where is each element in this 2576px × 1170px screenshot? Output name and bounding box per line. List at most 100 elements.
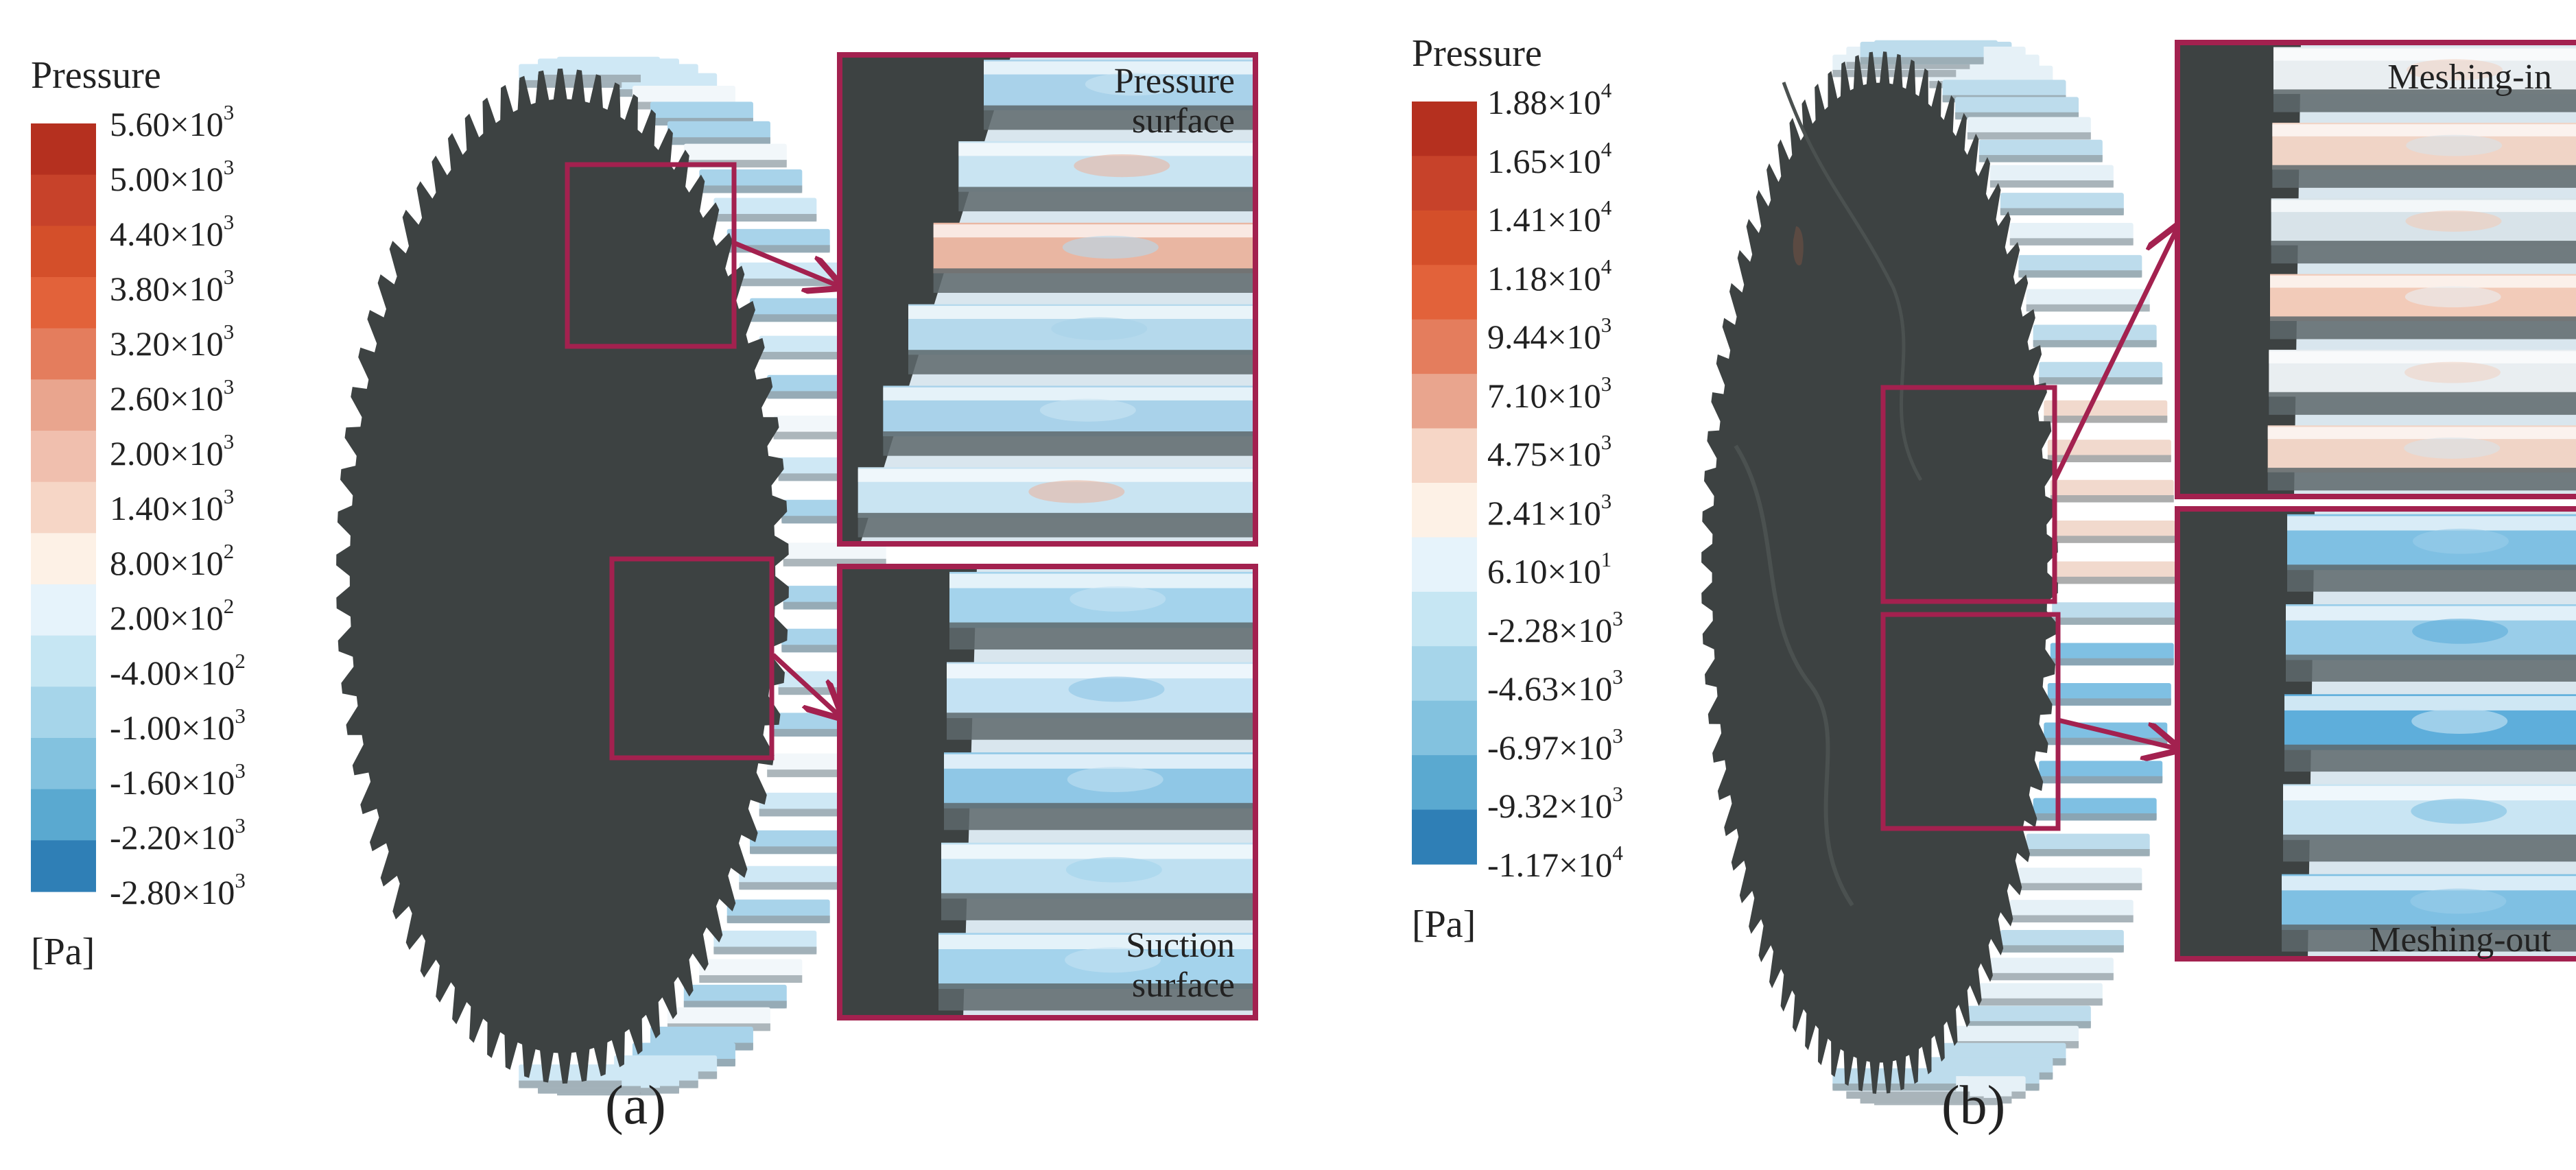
gear-tooth-shadow — [1978, 155, 2103, 163]
inset-tooth-shadow — [947, 713, 1255, 740]
inset-pressure-patch — [1039, 398, 1136, 422]
gear-tooth-shadow — [1989, 972, 2114, 981]
inset-b-meshing-out — [2175, 506, 2576, 962]
tick-exponent: 4 — [1600, 195, 1612, 220]
colorbar_a-swatch — [31, 431, 96, 483]
gear-tooth-shadow — [781, 645, 885, 653]
inset-pressure-patch — [2404, 437, 2501, 459]
colorbar-a-title: Pressure — [31, 54, 161, 97]
gear-tooth-shadow — [2026, 849, 2150, 857]
colorbar_b-swatch — [1412, 591, 1477, 647]
tick-exponent: 4 — [1600, 136, 1612, 161]
gear-tooth-shadow — [2026, 304, 2150, 312]
tick-mantissa: 5.00×10 — [110, 160, 224, 198]
colorbar_b-swatch — [1412, 156, 1477, 211]
inset-tooth-highlight — [2272, 124, 2576, 136]
tick-mantissa: 3.80×10 — [110, 270, 224, 308]
gear-tooth-shadow — [2050, 495, 2174, 503]
inset-pressure-patch — [2404, 361, 2501, 383]
colorbar_b-tick-label: 1.65×104 — [1487, 139, 1611, 180]
inset-tooth-shadow — [858, 512, 1255, 538]
colorbar_b-swatch — [1412, 809, 1477, 865]
inset-tooth-shadow — [883, 431, 1255, 456]
gear-tooth-shadow — [2009, 915, 2134, 922]
gear-a-lower-arrow — [771, 653, 840, 717]
colorbar_b-swatch — [1412, 319, 1477, 374]
gear-tooth-shadow — [699, 975, 803, 983]
inset-tooth-shadow — [933, 268, 1255, 293]
tick-mantissa: 6.10×10 — [1487, 552, 1601, 591]
colorbar_b-tick-label: 6.10×101 — [1487, 549, 1611, 591]
gear-tooth-shadow — [519, 80, 622, 88]
pressure-surface-label: Pressure surface — [1113, 62, 1235, 141]
tick-exponent: 3 — [235, 704, 246, 728]
tick-exponent: 3 — [223, 210, 235, 234]
colorbar_a-tick-label: 1.40×103 — [110, 486, 234, 527]
tick-exponent: 4 — [1612, 841, 1623, 865]
colorbar-a — [31, 123, 96, 892]
tick-mantissa: 1.65×10 — [1487, 141, 1601, 180]
inset-pressure-patch — [1065, 947, 1161, 973]
colorbar-b-unit: [Pa] — [1412, 903, 1476, 946]
colorbar_b-swatch — [1412, 646, 1477, 702]
gear-tooth-shadow — [2018, 883, 2142, 891]
gear-tooth-shadow — [538, 74, 641, 82]
gear-tooth-shadow — [713, 946, 817, 955]
colorbar_a-swatch — [31, 533, 96, 585]
tick-exponent: 1 — [1600, 547, 1612, 572]
tick-exponent: 4 — [1600, 254, 1612, 278]
gear-tooth-shadow — [1846, 1091, 1970, 1099]
tick-exponent: 3 — [1612, 606, 1623, 630]
inset-tooth-highlight — [958, 143, 1255, 156]
inset-tooth-highlight — [944, 754, 1255, 769]
tick-exponent: 3 — [235, 813, 246, 837]
tick-exponent: 2 — [223, 539, 235, 563]
tick-exponent: 3 — [1612, 723, 1623, 748]
gear-tooth-shadow — [2009, 238, 2134, 246]
colorbar_a-tick-label: -2.20×103 — [110, 815, 246, 857]
colorbar_a-tick-label: 2.00×102 — [110, 595, 234, 637]
colorbar_a-swatch — [31, 123, 96, 176]
colorbar_b-tick-label: -6.97×103 — [1487, 725, 1623, 765]
tick-mantissa: -2.20×10 — [110, 818, 235, 857]
inset-tooth-shadow — [2272, 165, 2576, 188]
tick-mantissa: 2.00×10 — [110, 599, 224, 637]
colorbar_b-swatch — [1412, 265, 1477, 320]
inset-tooth-highlight — [2270, 275, 2576, 288]
gear-a-upper-highlight-box — [565, 162, 737, 349]
colorbar_b-tick-label: 9.44×103 — [1487, 314, 1611, 354]
tick-mantissa: 1.40×10 — [110, 489, 224, 527]
colorbar-a-unit: [Pa] — [31, 931, 95, 973]
colorbar_a-tick-label: 4.40×103 — [110, 211, 234, 251]
colorbar_a-tick-label: 2.00×103 — [110, 431, 234, 470]
tick-exponent: 4 — [1600, 78, 1612, 102]
gear-a-upper-arrow — [734, 241, 840, 287]
colorbar_b-swatch — [1412, 700, 1477, 756]
colorbar_a-swatch — [31, 226, 96, 278]
colorbar_a-tick-label: -1.60×103 — [110, 760, 246, 800]
inset-pressure-patch — [2404, 286, 2501, 308]
inset-tooth-shadow — [2287, 564, 2576, 592]
panel-a-label: (a) — [605, 1075, 666, 1136]
colorbar_a-tick-label: -1.00×103 — [110, 705, 246, 745]
tick-mantissa: 2.41×10 — [1487, 493, 1601, 532]
colorbar-b — [1412, 102, 1477, 865]
gear-b-face-contour — [1734, 444, 1854, 907]
inset-tooth-shadow — [941, 893, 1255, 920]
meshing-in-label: Meshing-in — [2387, 58, 2552, 97]
tick-mantissa: -9.32×10 — [1487, 787, 1613, 826]
inset-tooth-highlight — [2269, 351, 2576, 363]
inset-tooth-highlight — [858, 468, 1255, 482]
gear-tooth-shadow — [2033, 813, 2157, 821]
inset-tooth-highlight — [2271, 200, 2576, 213]
tick-mantissa: 4.75×10 — [1487, 435, 1601, 474]
colorbar_b-tick-label: 2.41×103 — [1487, 490, 1611, 532]
inset-tooth-highlight — [941, 844, 1255, 859]
gear-tooth-shadow — [767, 769, 871, 778]
inset-pressure-patch — [2407, 59, 2503, 81]
gear-tooth-shadow — [2044, 416, 2168, 423]
colorbar_a-tick-label: 5.00×103 — [110, 156, 234, 198]
gear-tooth-shadow — [783, 558, 886, 566]
gear-tooth-shadow — [713, 213, 817, 222]
